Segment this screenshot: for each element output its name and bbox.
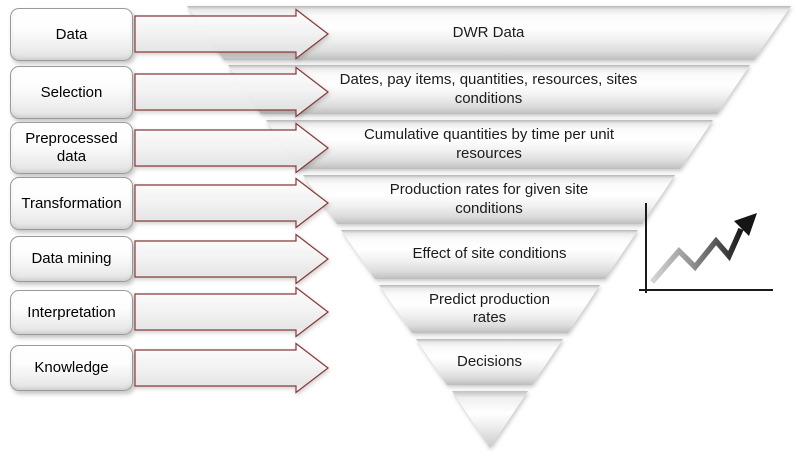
step-box-knowledge: Knowledge	[10, 345, 133, 391]
funnel-label: Dates, pay items, quantities, resources,…	[339, 71, 638, 107]
right-arrow-icon	[134, 233, 329, 285]
right-arrow-icon	[134, 66, 329, 118]
step-label: Data	[55, 25, 88, 43]
step-label: Interpretation	[27, 303, 116, 321]
step-box-data: Data	[10, 8, 133, 61]
step-label: Data mining	[31, 250, 112, 268]
step-label: Transformation	[21, 194, 122, 212]
step-box-preprocessed-data: Preprocessed data	[10, 122, 133, 174]
funnel-label: Predict production rates	[429, 290, 550, 326]
step-box-transformation: Transformation	[10, 177, 133, 230]
trend-line	[649, 227, 744, 284]
step-box-interpretation: Interpretation	[10, 290, 133, 335]
step-label: Preprocessed data	[25, 130, 118, 165]
right-arrow-icon	[134, 177, 329, 229]
funnel-tip	[452, 391, 528, 448]
funnel-label: Production rates for given site conditio…	[389, 181, 589, 217]
right-arrow-icon	[134, 8, 329, 60]
step-label: Knowledge	[34, 359, 109, 377]
right-arrow-icon	[134, 122, 329, 174]
funnel-label: Cumulative quantities by time per unit r…	[363, 126, 615, 162]
funnel-label: DWR Data	[452, 23, 525, 41]
trend-arrowhead-icon	[734, 213, 757, 236]
step-box-selection: Selection	[10, 66, 133, 119]
trend-chart-icon	[639, 203, 773, 293]
funnel-label: Decisions	[456, 352, 523, 370]
step-box-data-mining: Data mining	[10, 236, 133, 282]
funnel-label: Effect of site conditions	[412, 245, 567, 263]
step-label: Selection	[40, 83, 103, 101]
right-arrow-icon	[134, 342, 329, 394]
right-arrow-icon	[134, 286, 329, 338]
